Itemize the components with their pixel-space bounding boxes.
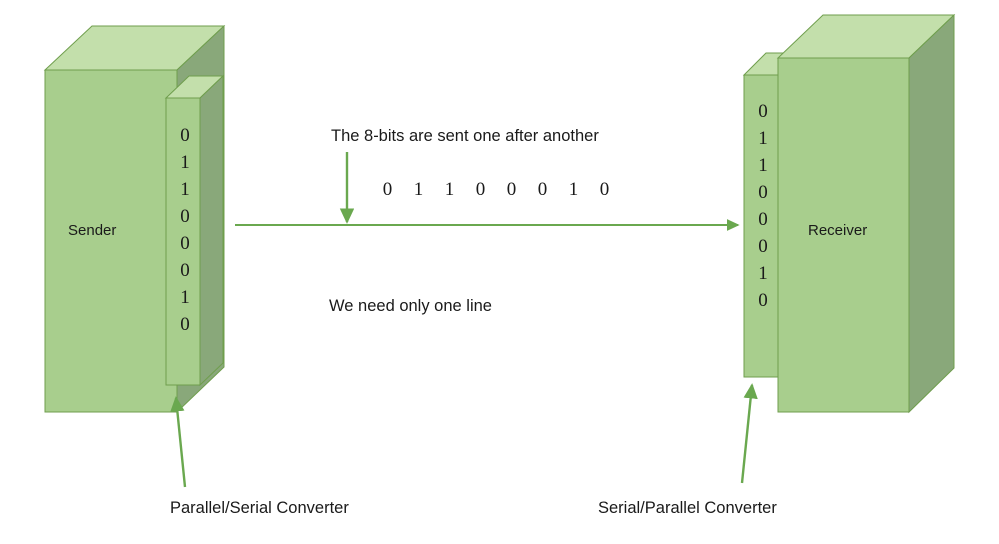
receiver-block-front-face	[777, 57, 910, 413]
sender-label: Sender	[68, 222, 117, 239]
receiver-bit: 0	[758, 101, 768, 122]
receiver-bit: 0	[758, 290, 768, 311]
sender-bit: 1	[180, 179, 190, 200]
receiver-bit-column: 0 1 1 0 0 0 1 0	[750, 98, 776, 314]
sender-bit-column-front-face	[165, 97, 201, 386]
sender-bit: 0	[180, 260, 190, 281]
receiver-bit: 1	[758, 155, 768, 176]
parallel-serial-converter-arrow	[170, 396, 187, 488]
receiver-bit: 0	[758, 182, 768, 203]
serial-stream-bit: 0	[506, 179, 517, 200]
parallel-serial-converter-label: Parallel/Serial Converter	[170, 499, 349, 517]
receiver-block	[776, 13, 956, 414]
serial-stream-bit: 0	[599, 179, 610, 200]
serial-stream-bit: 0	[537, 179, 548, 200]
serial-parallel-converter-arrow	[740, 383, 758, 484]
sender-bit: 0	[180, 233, 190, 254]
sender-bit: 0	[180, 314, 190, 335]
serial-stream-bit: 1	[568, 179, 579, 200]
sender-bit: 1	[180, 152, 190, 173]
receiver-bit: 0	[758, 236, 768, 257]
sender-bit-column-block	[164, 74, 225, 387]
serial-transmission-note: The 8-bits are sent one after another	[331, 127, 599, 145]
sender-bit-column-side-face	[199, 74, 224, 387]
sender-bit: 0	[180, 206, 190, 227]
receiver-bit: 0	[758, 209, 768, 230]
receiver-bit-column-front-face	[743, 74, 779, 378]
serial-stream-bit: 0	[382, 179, 393, 200]
sender-block-front-face	[44, 69, 178, 413]
serial-stream-bit: 1	[413, 179, 424, 200]
receiver-label: Receiver	[808, 222, 868, 239]
receiver-bit: 1	[758, 263, 768, 284]
serial-parallel-converter-label: Serial/Parallel Converter	[598, 499, 777, 517]
receiver-block-side-face	[908, 13, 955, 414]
single-line-note: We need only one line	[329, 297, 492, 315]
sender-bit: 0	[180, 125, 190, 146]
serial-stream-bit: 0	[475, 179, 486, 200]
serial-stream-bit: 1	[444, 179, 455, 200]
sender-bit: 1	[180, 287, 190, 308]
receiver-bit: 1	[758, 128, 768, 149]
sender-bit-column: 0 1 1 0 0 0 1 0	[172, 122, 198, 338]
